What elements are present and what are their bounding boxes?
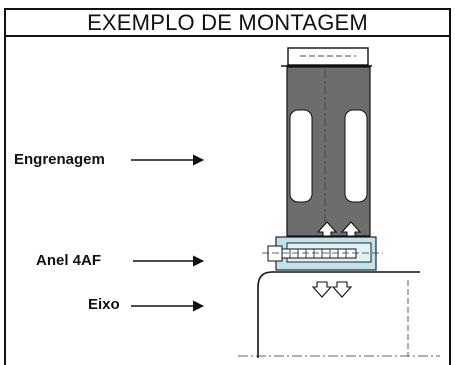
label-anel: Anel 4AF [36,252,102,269]
arrow-down-outline-icon [311,281,333,298]
arrow-up-outline-icon [340,221,362,237]
gear-body [286,66,371,237]
shaft [238,271,440,358]
gear-hub-top [281,47,372,67]
ring-4af [262,236,383,271]
arrow-up-outline-icon [316,221,338,237]
diagram-title: EXEMPLO DE MONTAGEM [4,8,451,37]
arrow-down-outline-icon [331,281,353,298]
label-engrenagem: Engrenagem [14,151,105,168]
label-eixo: Eixo [88,296,120,313]
